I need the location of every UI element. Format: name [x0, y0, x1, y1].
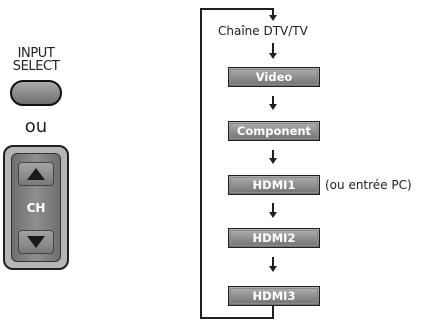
- flow-step-hdmi3[interactable]: HDMI3: [228, 286, 320, 306]
- input-select-label-line1: INPUT: [17, 46, 55, 61]
- flow-arrow-shaft: [272, 8, 274, 16]
- flow-arrow-shaft: [272, 257, 274, 267]
- channel-label: CH: [26, 201, 46, 215]
- channel-down-button[interactable]: [18, 230, 54, 254]
- flow-arrow-icon: [269, 212, 277, 218]
- arrow-up-icon: [27, 168, 45, 180]
- flow-step-component[interactable]: Component: [228, 121, 320, 141]
- channel-rocker: CH: [3, 145, 69, 270]
- loop-bottom-line: [200, 317, 274, 319]
- flow-step-hdmi1[interactable]: HDMI1: [228, 175, 320, 195]
- flow-arrow-icon: [269, 15, 277, 21]
- flow-arrow-shaft: [272, 203, 274, 213]
- flow-step-hdmi2[interactable]: HDMI2: [228, 228, 320, 248]
- flow-return-line: [272, 306, 274, 318]
- input-select-button[interactable]: [10, 80, 62, 106]
- input-select-label-line2: SELECT: [12, 59, 60, 74]
- flow-step-video[interactable]: Video: [228, 67, 320, 87]
- flow-arrow-icon: [269, 158, 277, 164]
- channel-up-button[interactable]: [18, 162, 54, 186]
- hdmi1-pc-note: (ou entrée PC): [325, 178, 412, 192]
- arrow-down-icon: [27, 236, 45, 248]
- flow-arrow-shaft: [272, 43, 274, 54]
- flow-arrow-icon: [269, 266, 277, 272]
- flow-arrow-shaft: [272, 150, 274, 159]
- channel-rocker-inner: CH: [11, 153, 61, 262]
- flow-arrow-shaft: [272, 96, 274, 105]
- or-label: ou: [24, 116, 48, 137]
- flow-arrow-icon: [269, 53, 277, 59]
- loop-left-line: [200, 8, 202, 319]
- flow-arrow-icon: [269, 104, 277, 110]
- loop-top-line: [200, 8, 274, 10]
- flow-start-label: Chaîne DTV/TV: [218, 24, 308, 38]
